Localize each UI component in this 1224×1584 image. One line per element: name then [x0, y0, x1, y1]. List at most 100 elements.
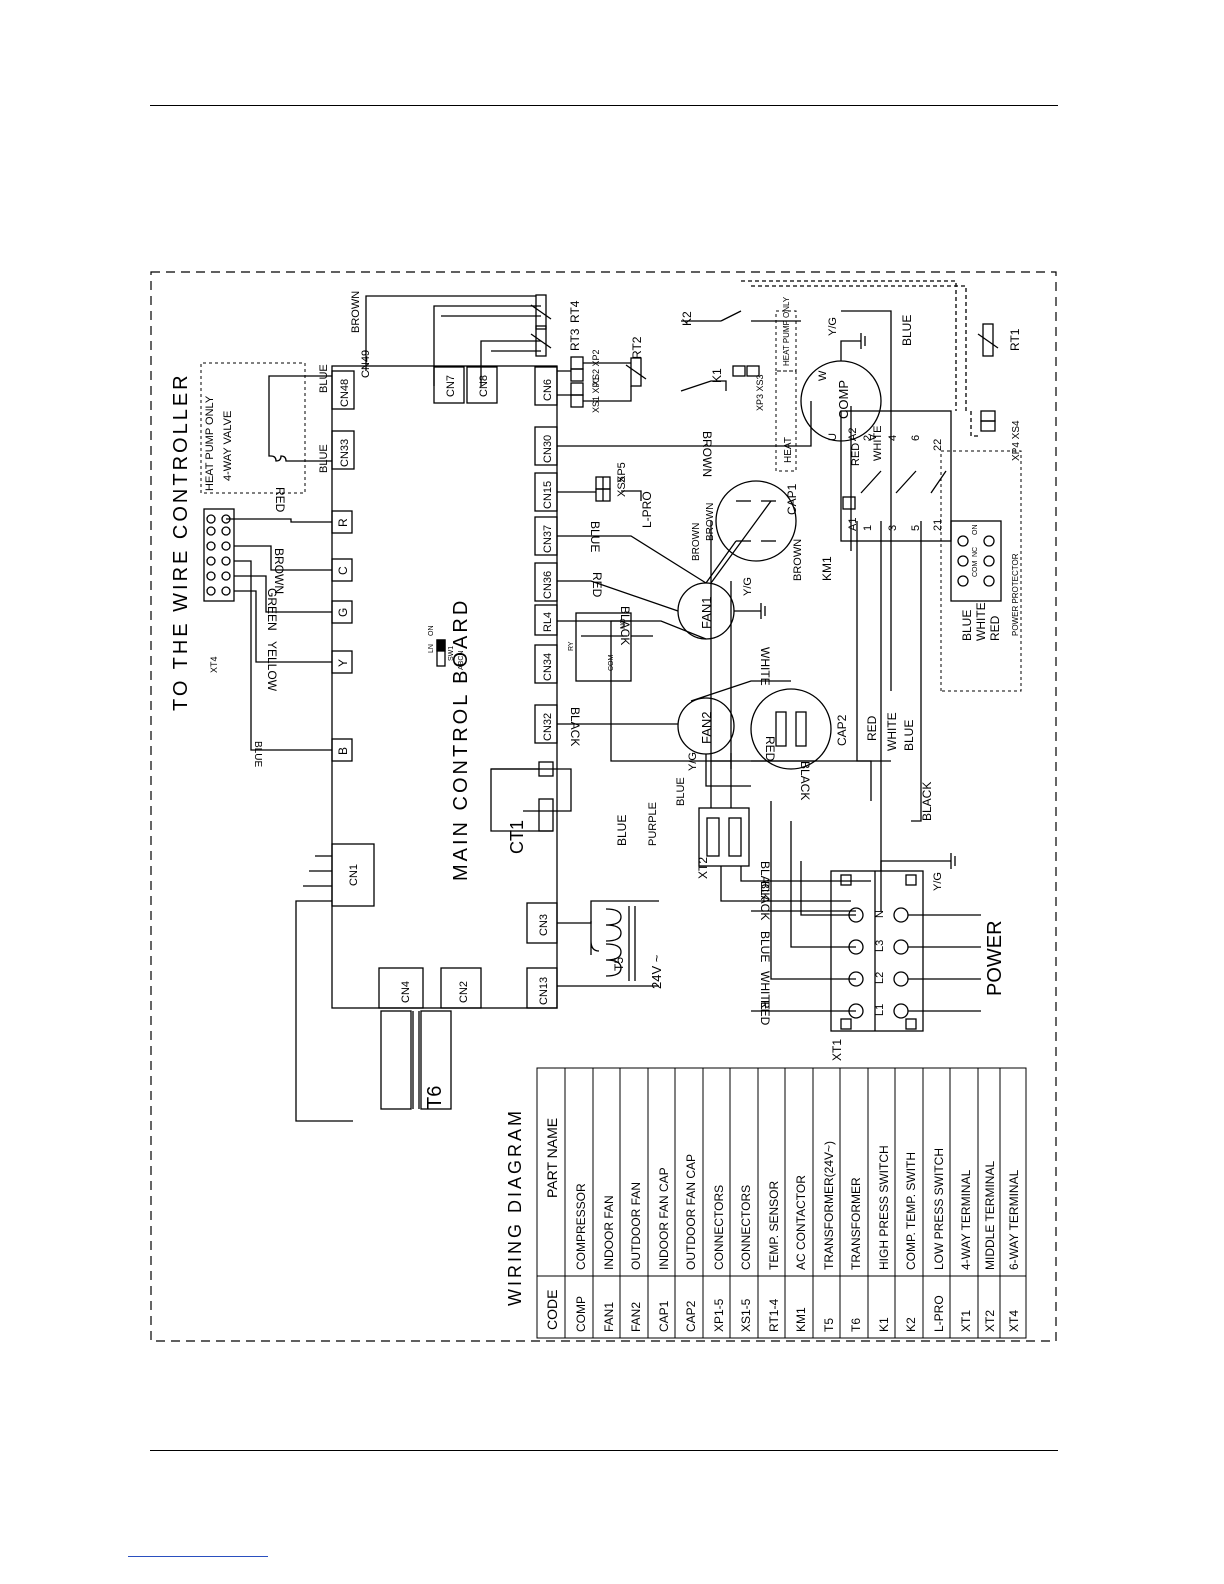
legend-code-5: XP1-5 [712, 1298, 726, 1332]
svg-text:A2: A2 [847, 428, 859, 441]
terminal-c: C [331, 558, 353, 582]
legend-name-2: OUTDOOR FAN [629, 1182, 643, 1270]
svg-text:BROWN: BROWN [700, 431, 714, 477]
ground-power [880, 853, 956, 871]
connector-cn32: CN32 [534, 704, 558, 744]
terminal-g: G [331, 600, 353, 624]
svg-text:BROWN: BROWN [792, 539, 804, 581]
svg-text:COMP: COMP [836, 380, 851, 419]
wire-rt4 [433, 305, 541, 386]
svg-text:L3: L3 [874, 940, 886, 952]
svg-text:CAP1: CAP1 [785, 483, 799, 515]
svg-text:XP5: XP5 [616, 462, 628, 483]
svg-text:3: 3 [887, 525, 899, 531]
svg-text:RED: RED [273, 487, 287, 513]
svg-text:BLUE: BLUE [960, 610, 974, 641]
svg-text:RT3: RT3 [568, 328, 582, 351]
power-protector: POWER PROTECTOR ON NC COM [940, 450, 1022, 692]
svg-text:L2: L2 [874, 972, 886, 984]
svg-text:CN7: CN7 [445, 375, 457, 397]
svg-text:XT4: XT4 [209, 656, 219, 673]
rt1-sensor: RT1 XP4 XS4 [977, 323, 1022, 461]
legend-code-10: T6 [849, 1318, 863, 1332]
connector-cn6: CN6 [534, 366, 558, 406]
svg-text:CN32: CN32 [542, 713, 554, 741]
svg-text:Y: Y [336, 659, 350, 667]
ground-fan1 [734, 603, 766, 619]
legend-code-4: CAP2 [684, 1300, 698, 1332]
km1-contactor: A2 A1 2 1 4 3 6 5 22 21 KM1 [820, 406, 952, 581]
svg-text:CN6: CN6 [542, 379, 554, 401]
svg-text:CN4: CN4 [400, 981, 412, 1003]
fan2-motor: FAN2 [677, 697, 735, 755]
svg-text:W: W [817, 370, 829, 381]
legend-code-14: XT1 [959, 1310, 973, 1332]
svg-text:YELLOW: YELLOW [265, 641, 279, 692]
svg-text:XT1: XT1 [830, 1039, 844, 1061]
svg-text:XT2: XT2 [696, 857, 710, 879]
svg-text:BLUE: BLUE [758, 931, 772, 962]
svg-text:CN13: CN13 [538, 977, 550, 1005]
wire-comp-blue [841, 310, 892, 691]
wire-green-g [234, 575, 332, 613]
svg-text:LN: LN [428, 644, 435, 653]
rt2-sensor: RT2 [625, 336, 647, 387]
wire-cn3-t5 [557, 900, 659, 924]
main-control-board [331, 365, 558, 1009]
legend-name-14: 4-WAY TERMINAL [959, 1169, 973, 1270]
legend-code-8: KM1 [794, 1307, 808, 1332]
legend-name-4: OUTDOOR FAN CAP [684, 1154, 698, 1270]
legend-code-6: XS1-5 [739, 1298, 753, 1332]
svg-text:ABCN: ABCN [458, 651, 465, 670]
legend-name-5: CONNECTORS [712, 1185, 726, 1270]
four-way-valve: HEAT PUMP ONLY 4-WAY VALVE [200, 362, 306, 494]
board-title: MAIN CONTROL BOARD [450, 598, 472, 881]
legend-code-13: L-PRO [932, 1295, 946, 1332]
svg-text:RT4: RT4 [568, 300, 582, 323]
svg-text:ON: ON [428, 626, 435, 637]
ct1: CT1 [490, 761, 572, 854]
wire-black-main [911, 521, 922, 822]
wire-red-km1 [856, 521, 891, 762]
svg-text:XP4 XS4: XP4 XS4 [1011, 420, 1022, 461]
svg-text:K1: K1 [710, 368, 724, 383]
legend-code-15: XT2 [983, 1310, 997, 1332]
svg-text:4-WAY VALVE: 4-WAY VALVE [222, 411, 234, 481]
svg-text:22: 22 [932, 439, 944, 451]
svg-text:RT1: RT1 [1008, 328, 1022, 351]
connector-cn15: CN15 [534, 472, 558, 512]
diagram-frame [150, 271, 1057, 1342]
svg-text:NO: NO [620, 618, 627, 629]
svg-text:CN36: CN36 [542, 571, 554, 599]
xp3-xs3: XP3 XS3 [732, 365, 765, 411]
wire-blue-b [234, 560, 332, 751]
svg-text:Y/G: Y/G [742, 577, 754, 596]
xt1-terminal: L1 L2 L3 N XT1 [830, 870, 924, 1061]
svg-text:BLUE: BLUE [902, 720, 916, 751]
svg-text:L1: L1 [874, 1004, 886, 1016]
svg-text:4: 4 [887, 435, 899, 441]
svg-text:K2: K2 [680, 311, 694, 326]
wire-yellow-y [234, 590, 332, 663]
xt4-terminal: XT4 [203, 508, 235, 673]
svg-text:RED: RED [988, 615, 1002, 641]
svg-text:SW1: SW1 [448, 646, 455, 661]
svg-text:B: B [336, 747, 350, 755]
wire-black-rl4 [610, 620, 872, 801]
svg-text:1: 1 [862, 525, 874, 531]
svg-text:CN37: CN37 [542, 525, 554, 553]
cap1-capacitor: CAP1 [715, 480, 799, 562]
svg-text:BROWN: BROWN [272, 548, 286, 594]
svg-text:21: 21 [932, 519, 944, 531]
wire-fan2 [557, 680, 816, 787]
svg-text:KM1: KM1 [820, 556, 834, 581]
svg-text:CN2: CN2 [458, 981, 470, 1003]
legend-code-16: XT4 [1007, 1310, 1021, 1332]
cap2-capacitor: CAP2 [750, 688, 849, 770]
legend-title: WIRING DIAGRAM [505, 1108, 525, 1306]
legend-name-11: HIGH PRESS SWITCH [877, 1145, 891, 1270]
legend-header-code: CODE [544, 1290, 560, 1330]
legend-code-1: FAN1 [602, 1302, 616, 1332]
wire-cn1-t6 [295, 855, 353, 1122]
svg-text:GREEN: GREEN [265, 588, 279, 631]
